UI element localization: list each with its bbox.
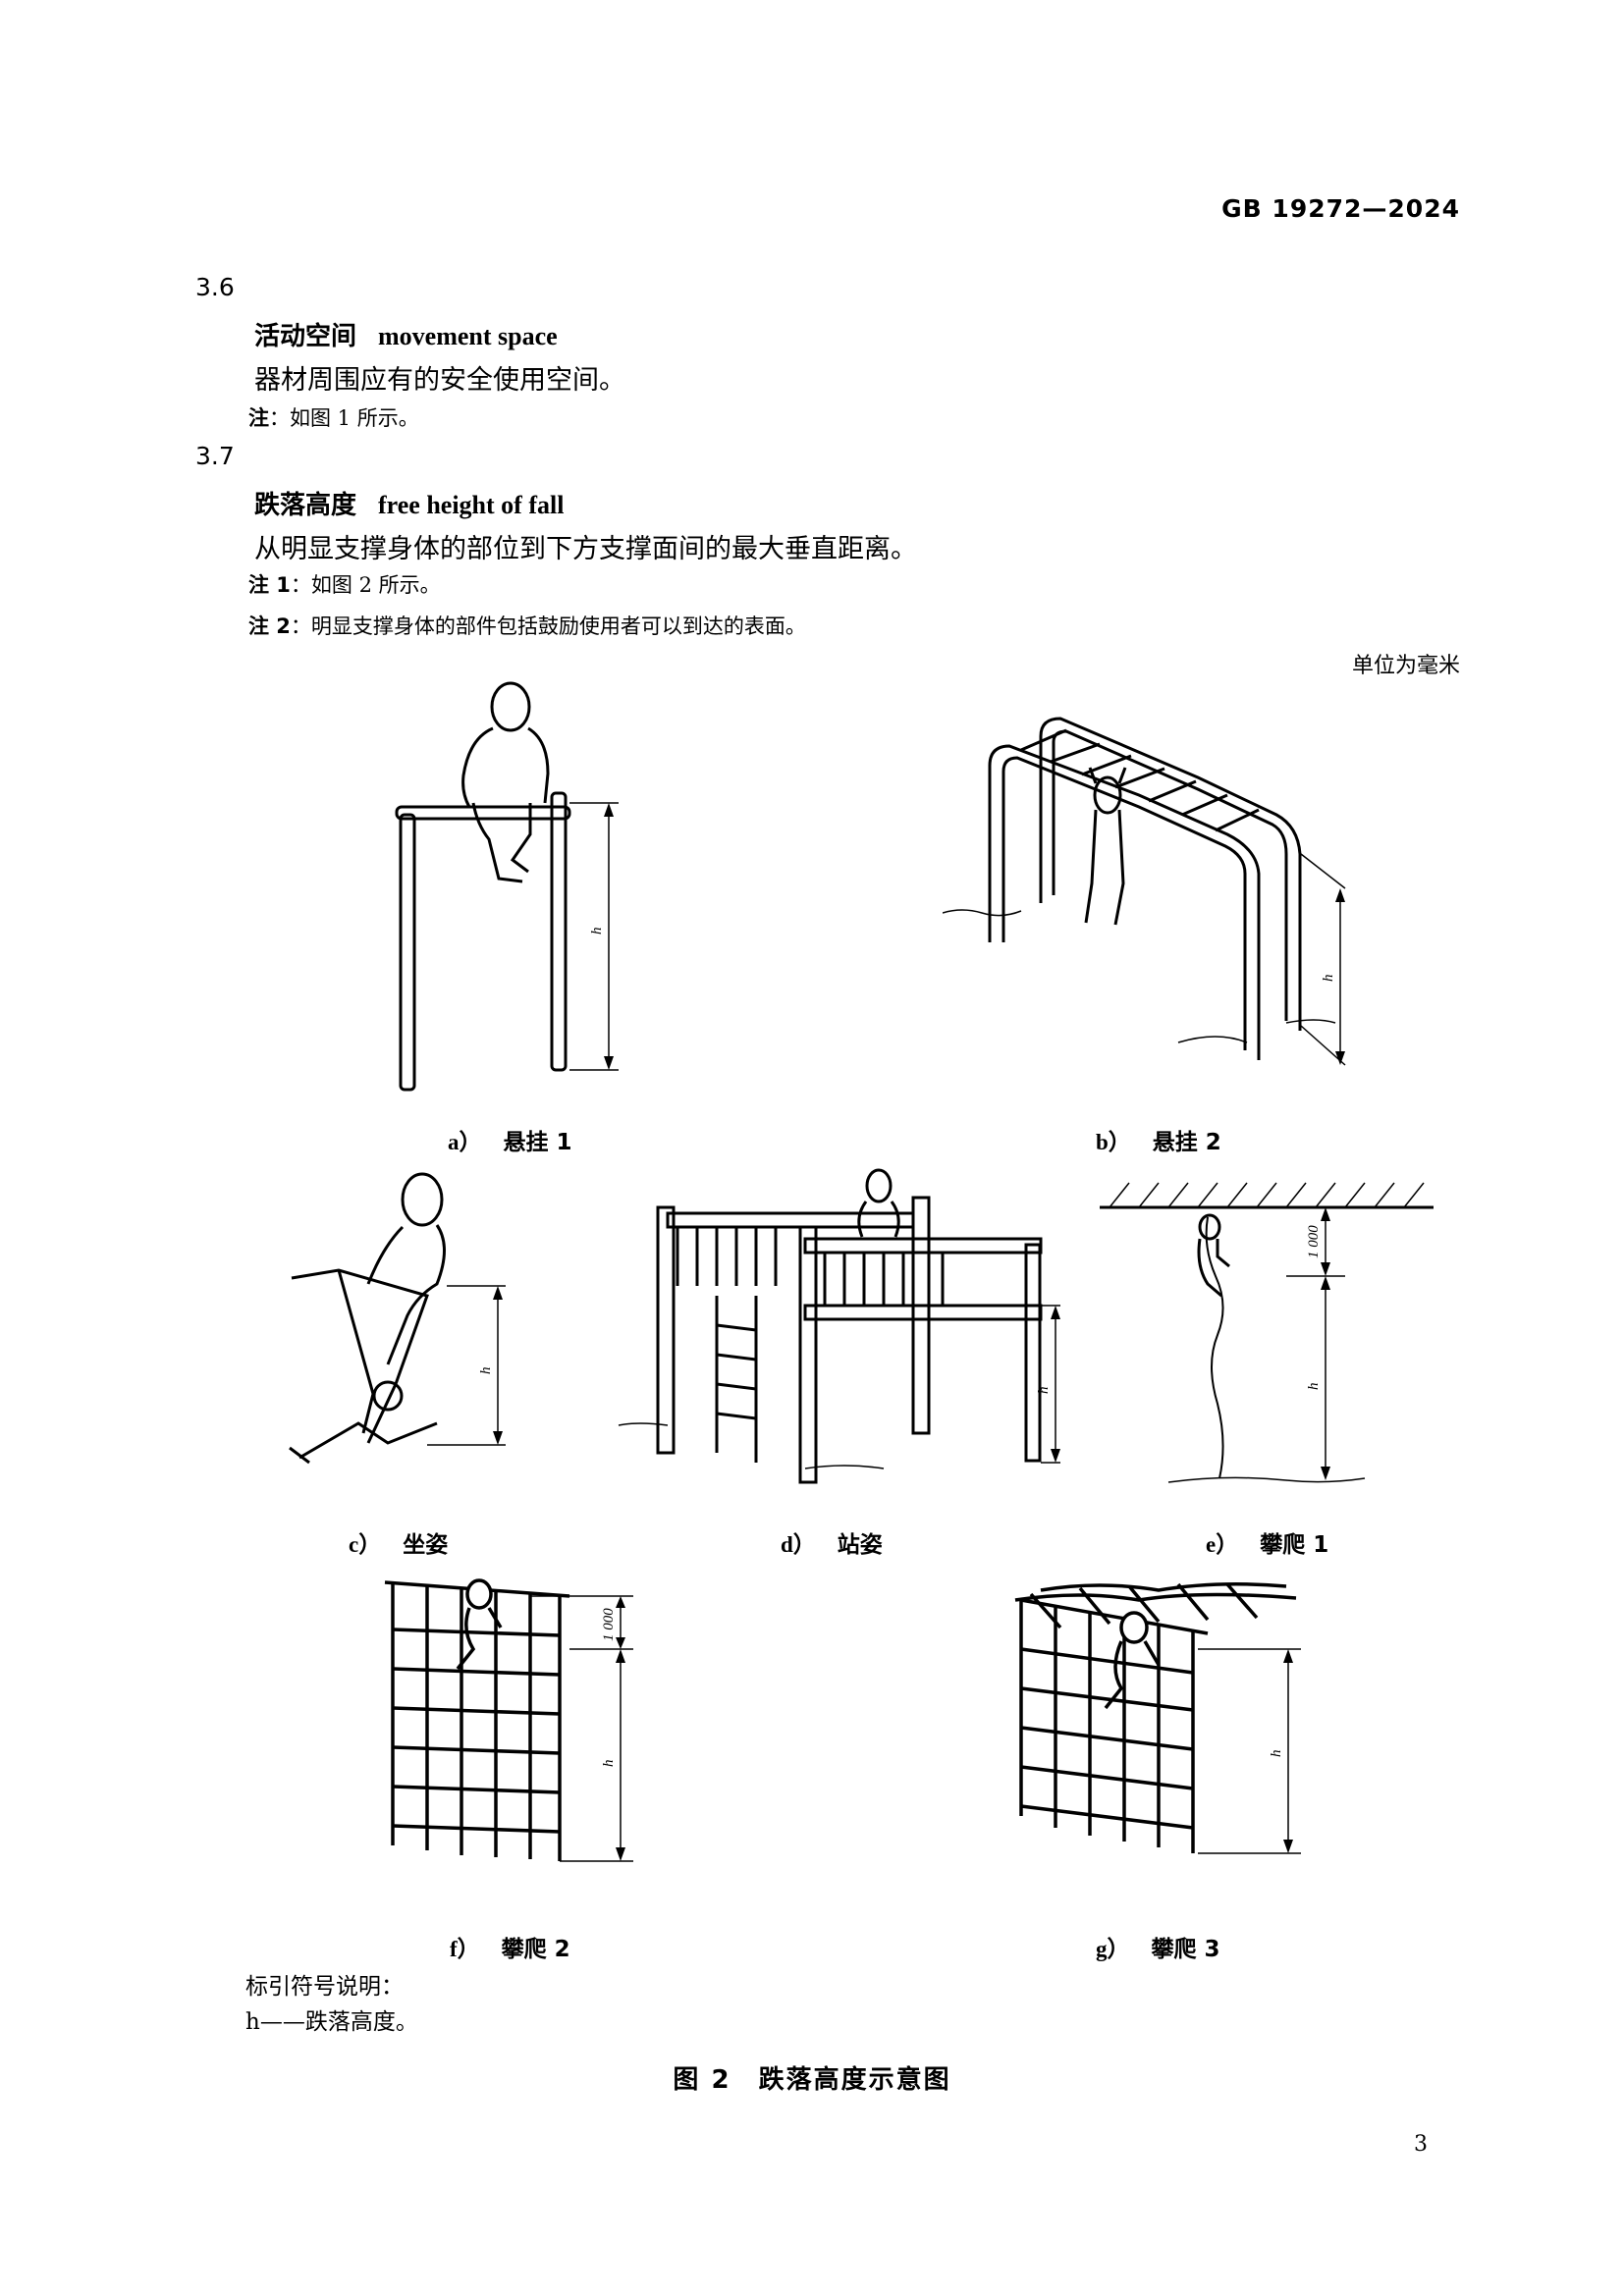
standard-number: GB 19272—2024 <box>1221 194 1460 223</box>
panel-a-illustration: h <box>395 681 619 1092</box>
figure-title: 图 2 跌落高度示意图 <box>673 2065 951 2095</box>
panel-g-illustration: h <box>1014 1582 1301 1854</box>
note-text: ：如图 1 所示。 <box>269 406 419 430</box>
dim-label-h: h <box>601 1760 617 1768</box>
term-heading-3-6: 活动空间 movement space <box>254 316 558 352</box>
caption-text: 坐姿 <box>403 1532 449 1558</box>
dim-label-1000: 1 000 <box>1306 1225 1322 1258</box>
clause-number-3-7: 3.7 <box>195 442 235 470</box>
caption-text: 攀爬 1 <box>1260 1532 1329 1558</box>
caption-e: e） 攀爬 1 <box>1206 1525 1328 1559</box>
caption-g: g） 攀爬 3 <box>1096 1930 1220 1963</box>
legend-title: 标引符号说明： <box>245 1974 404 2000</box>
dim-label-h: h <box>1269 1750 1284 1758</box>
caption-f: f） 攀爬 2 <box>450 1930 570 1963</box>
panel-f-illustration: 1 000 h <box>384 1578 633 1862</box>
dim-label-h: h <box>478 1367 494 1375</box>
dim-label-h: h <box>1321 975 1336 983</box>
panel-b-illustration: h <box>943 717 1346 1066</box>
dim-label-h: h <box>589 928 605 935</box>
note-text: ：如图 2 所示。 <box>290 573 441 597</box>
caption-text: 站姿 <box>837 1532 883 1558</box>
term-zh: 跌落高度 <box>254 491 357 520</box>
caption-letter: b） <box>1096 1130 1131 1154</box>
panel-e-illustration: 1 000 h <box>1100 1182 1434 1483</box>
caption-letter: c） <box>349 1532 382 1557</box>
note-2-3-7: 注 2：明显支撑身体的部件包括鼓励使用者可以到达的表面。 <box>248 611 806 640</box>
caption-text: 攀爬 3 <box>1151 1937 1220 1962</box>
caption-d: d） 站姿 <box>781 1525 883 1559</box>
caption-b: b） 悬挂 2 <box>1096 1123 1221 1156</box>
note-1-3-7: 注 1：如图 2 所示。 <box>248 569 441 599</box>
caption-letter: f） <box>450 1937 480 1961</box>
definition-3-6: 器材周围应有的安全使用空间。 <box>254 365 625 396</box>
caption-letter: g） <box>1096 1937 1130 1961</box>
note-label: 注 2 <box>248 614 291 638</box>
term-en: free height of fall <box>378 491 565 519</box>
term-zh: 活动空间 <box>254 322 357 351</box>
dim-label-h: h <box>1036 1387 1052 1395</box>
caption-text: 悬挂 1 <box>503 1130 572 1155</box>
panel-c-illustration: h <box>289 1172 506 1465</box>
dim-label-h: h <box>1306 1383 1322 1391</box>
panel-d-illustration: h <box>618 1168 1060 1484</box>
caption-c: c） 坐姿 <box>349 1525 448 1559</box>
page-number: 3 <box>1414 2132 1428 2157</box>
term-heading-3-7: 跌落高度 free height of fall <box>254 485 564 521</box>
note-text: ：明显支撑身体的部件包括鼓励使用者可以到达的表面。 <box>290 614 806 638</box>
note-label: 注 <box>248 406 269 430</box>
caption-letter: a） <box>448 1130 482 1154</box>
note-3-6: 注：如图 1 所示。 <box>248 402 419 432</box>
definition-3-7: 从明显支撑身体的部位到下方支撑面间的最大垂直距离。 <box>254 534 917 564</box>
dim-label-1000: 1 000 <box>601 1608 617 1641</box>
caption-text: 悬挂 2 <box>1152 1130 1221 1155</box>
legend-item-h: h——跌落高度。 <box>245 2009 418 2035</box>
term-en: movement space <box>378 322 558 350</box>
note-label: 注 1 <box>248 573 291 597</box>
caption-letter: d） <box>781 1532 816 1557</box>
clause-number-3-6: 3.6 <box>195 273 235 301</box>
unit-note: 单位为毫米 <box>1351 654 1460 678</box>
caption-letter: e） <box>1206 1532 1239 1557</box>
caption-a: a） 悬挂 1 <box>448 1123 572 1156</box>
caption-text: 攀爬 2 <box>501 1937 570 1962</box>
